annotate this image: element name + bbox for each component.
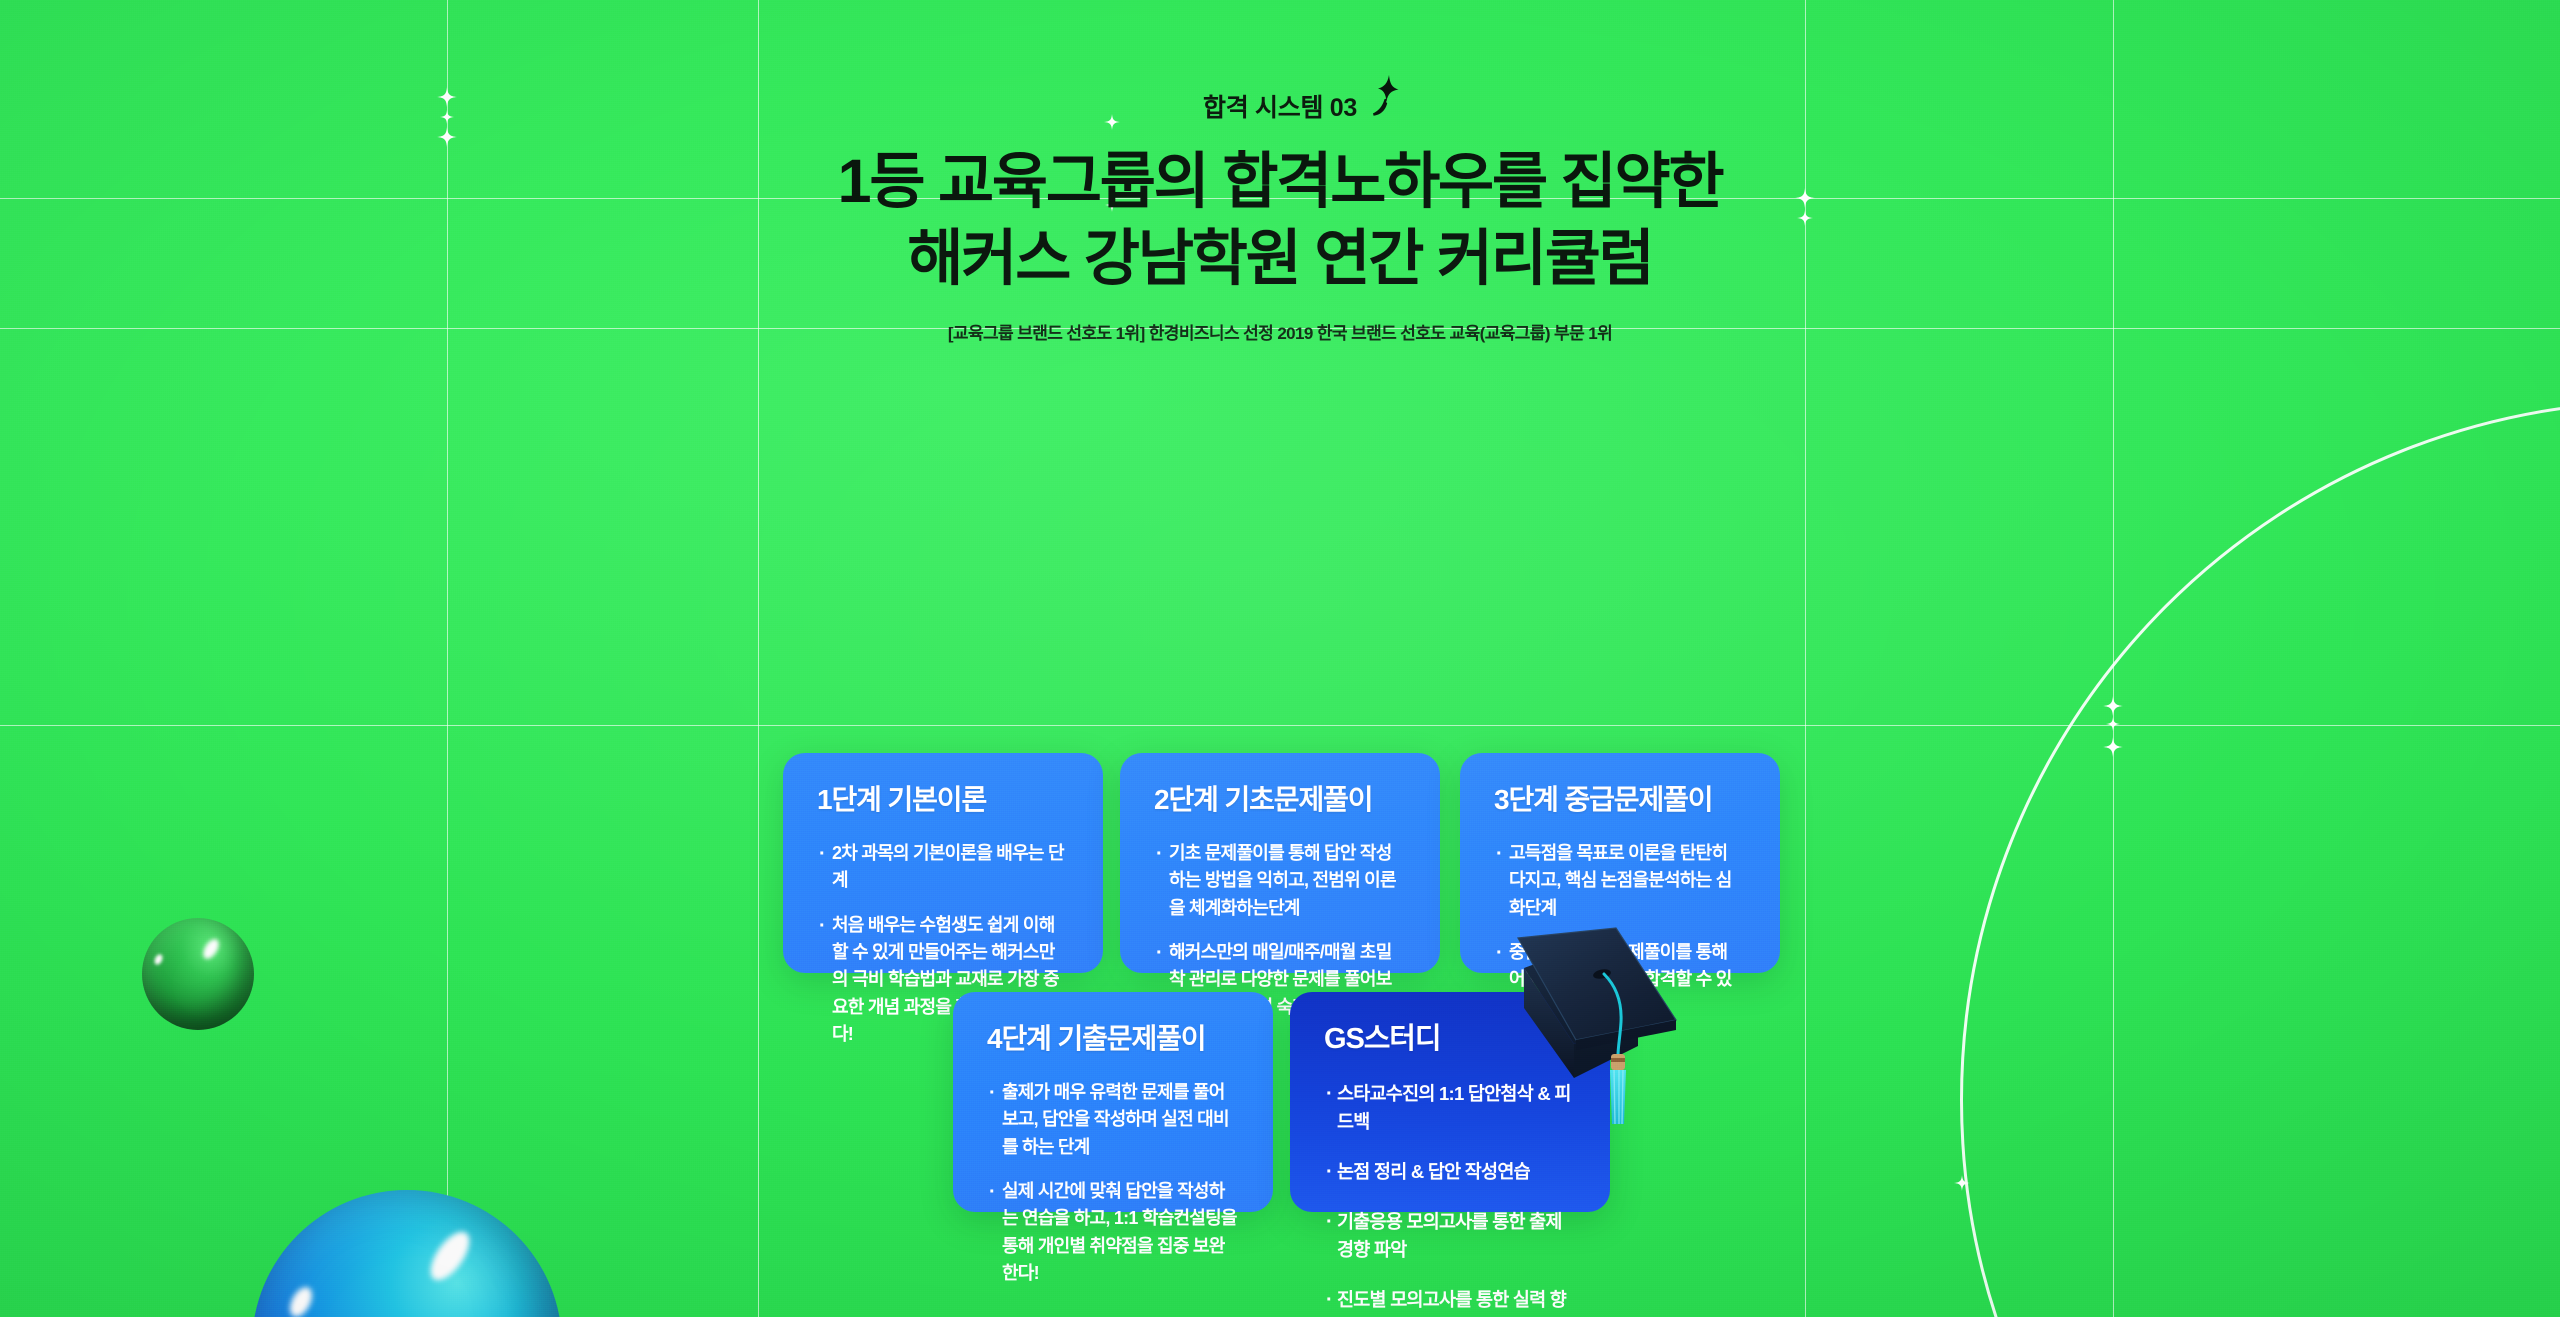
card-title: 4단계 기출문제풀이	[987, 1023, 1207, 1054]
page-title: 1등 교육그룹의 합격노하우를 집약한 해커스 강남학원 연간 커리큘럼	[0, 143, 2560, 297]
curriculum-card-step-3[interactable]: 3단계 중급문제풀이 고득점을 목표로 이론을 탄탄히 다지고, 핵심 논점을분…	[1460, 753, 1780, 1017]
sphere-highlight	[423, 1225, 477, 1287]
gridline-vertical	[447, 0, 448, 1317]
gridline-vertical	[758, 0, 759, 1317]
sphere-highlight	[152, 953, 165, 966]
sphere-highlight	[200, 936, 222, 962]
card-bullet: 기출응용 모의고사를 통한 출제경향 파악	[1324, 1207, 1576, 1264]
card-bullet: 기초 문제풀이를 통해 답안 작성하는 방법을 익히고, 전범위 이론을 체계화…	[1154, 839, 1406, 922]
curriculum-card-step-4[interactable]: 4단계 기출문제풀이 출제가 매우 유력한 문제를 풀어보고, 답안을 작성하며…	[953, 992, 1273, 1283]
card-title: 3단계 중급문제풀이	[1494, 784, 1714, 815]
card-title: GS스터디	[1324, 1023, 1442, 1055]
eyebrow-label: 합격 시스템 03	[1203, 94, 1357, 122]
card-bullet-list: 기초 문제풀이를 통해 답안 작성하는 방법을 익히고, 전범위 이론을 체계화…	[1154, 839, 1406, 1021]
gridline-horizontal	[0, 725, 2560, 726]
eyebrow-group: 합격 시스템 03	[1203, 75, 1399, 122]
gridline-horizontal	[0, 198, 2560, 199]
curriculum-card-step-2[interactable]: 2단계 기초문제풀이 기초 문제풀이를 통해 답안 작성하는 방법을 익히고, …	[1120, 753, 1440, 1017]
poster-header: 합격 시스템 03 1등 교육그룹의 합격노하우를 집약한 해커스 강남학원 연…	[0, 0, 2560, 344]
card-bullet: 논점 정리 & 답안 작성연습	[1324, 1157, 1576, 1188]
card-bullet-list: 스타교수진의 1:1 답안첨삭 & 피드백 논점 정리 & 답안 작성연습 기출…	[1324, 1079, 1576, 1317]
headline-line-1: 1등 교육그룹의 합격노하우를 집약한	[837, 147, 1725, 215]
card-title: 1단계 기본이론	[817, 784, 987, 815]
card-bullet: 진도별 모의고사를 통한 실력 향상	[1324, 1285, 1576, 1317]
card-bullet: 2차 과목의 기본이론을 배우는 단계	[817, 839, 1069, 895]
gridline-vertical	[1805, 0, 1806, 1317]
card-bullet-list: 출제가 매우 유력한 문제를 풀어보고, 답안을 작성하며 실전 대비를 하는 …	[987, 1078, 1239, 1288]
curriculum-card-step-1[interactable]: 1단계 기본이론 2차 과목의 기본이론을 배우는 단계 처음 배우는 수험생도…	[783, 753, 1103, 1044]
card-bullet: 출제가 매우 유력한 문제를 풀어보고, 답안을 작성하며 실전 대비를 하는 …	[987, 1078, 1239, 1161]
card-title: 2단계 기초문제풀이	[1154, 784, 1374, 815]
headline-line-2: 해커스 강남학원 연간 커리큘럼	[907, 223, 1654, 292]
footnote-disclaimer: [교육그룹 브랜드 선호도 1위] 한경비즈니스 선정 2019 한국 브랜드 …	[947, 323, 1613, 343]
gridline-horizontal	[0, 328, 2560, 329]
gridline-vertical	[2113, 0, 2114, 1317]
sparkle-star-icon	[1359, 74, 1399, 123]
curriculum-card-gs-study[interactable]: GS스터디 스타교수진의 1:1 답안첨삭 & 피드백 논점 정리 & 답안 작…	[1290, 992, 1610, 1316]
green-sphere-decoration	[142, 918, 254, 1030]
card-bullet: 실제 시간에 맞춰 답안을 작성하는 연습을 하고, 1:1 학습컨설팅을 통해…	[987, 1177, 1239, 1287]
card-bullet: 스타교수진의 1:1 답안첨삭 & 피드백	[1324, 1079, 1576, 1136]
card-bullet: 고득점을 목표로 이론을 탄탄히 다지고, 핵심 논점을분석하는 심화단계	[1494, 839, 1746, 922]
sphere-highlight	[285, 1283, 317, 1317]
